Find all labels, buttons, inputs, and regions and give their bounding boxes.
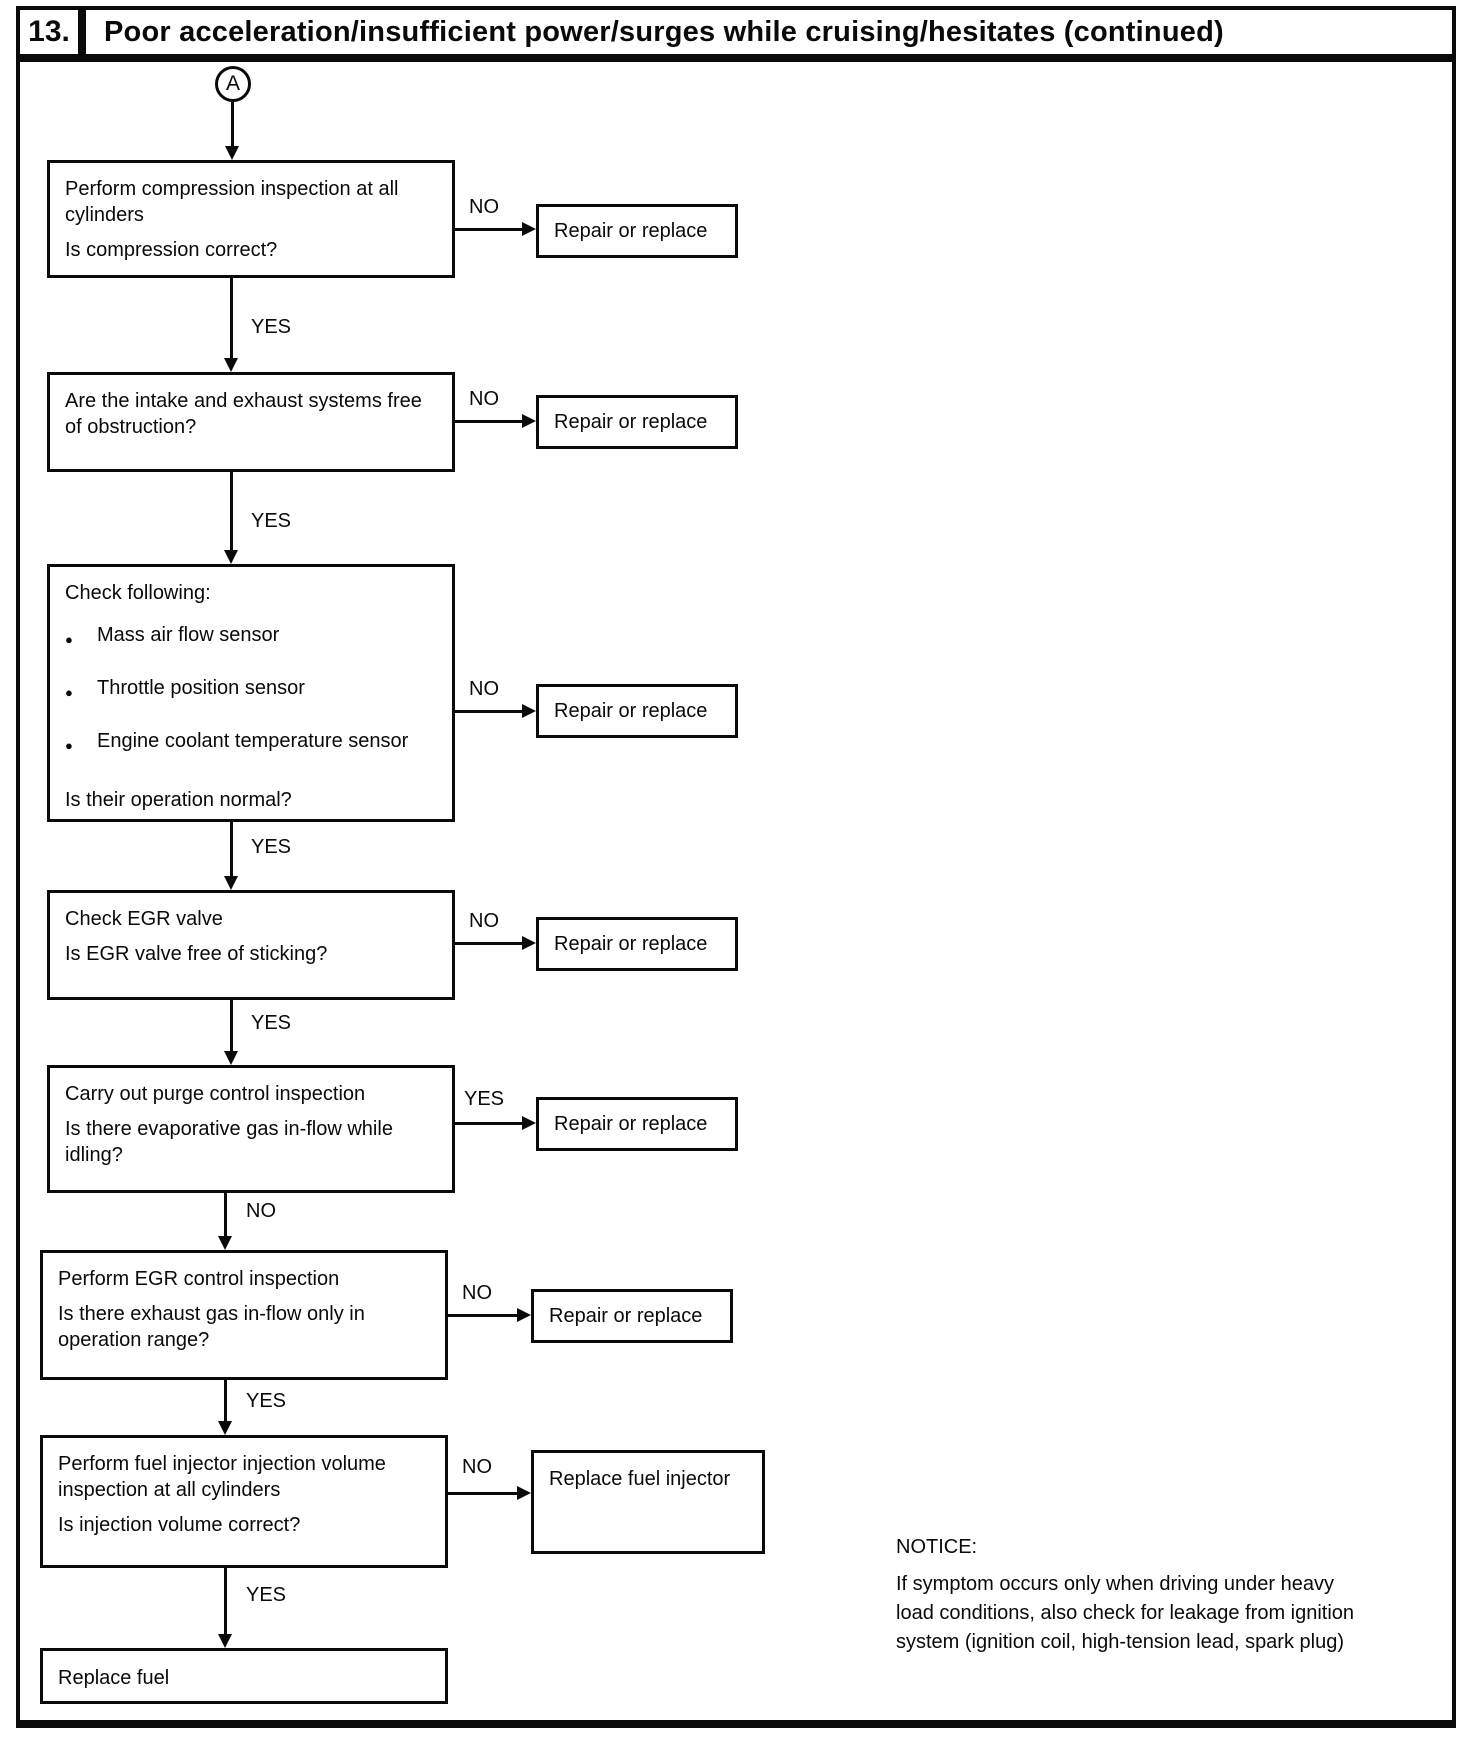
action-box-repair-or-replace: Repair or replace <box>536 684 738 738</box>
connector-line <box>224 1568 227 1634</box>
bullet-icon: ● <box>65 738 73 753</box>
decision-text: Perform fuel injector injection volume i… <box>58 1453 386 1501</box>
decision-question: Is compression correct? <box>65 239 278 261</box>
decision-heading: Check following: <box>65 582 211 604</box>
down-label-yes: YES <box>246 1584 287 1606</box>
down-arrow <box>224 358 238 372</box>
connector-line <box>230 822 233 876</box>
connector-line <box>455 710 522 713</box>
connector-a-label: A <box>225 72 240 95</box>
notice-body: If symptom occurs only when driving unde… <box>896 1573 1355 1653</box>
action-text: Repair or replace <box>554 219 708 242</box>
bullet-icon: ● <box>65 632 73 647</box>
branch-label-no: NO <box>462 1282 492 1304</box>
action-box-replace-fuel: Replace fuel <box>40 1648 448 1704</box>
decision-text: Check EGR valve <box>65 908 223 930</box>
decision-box-compression: Perform compression inspection at all cy… <box>47 160 455 278</box>
action-box-repair-or-replace: Repair or replace <box>536 1097 738 1151</box>
bullet-icon: ● <box>65 685 73 700</box>
right-arrow <box>522 414 536 428</box>
connector-line <box>448 1314 517 1317</box>
connector-line <box>230 1000 233 1051</box>
decision-question: Is injection volume correct? <box>58 1514 301 1536</box>
down-arrow <box>225 146 239 160</box>
branch-label-no: NO <box>469 388 499 410</box>
connector-line <box>231 102 234 146</box>
decision-box-intake-exhaust: Are the intake and exhaust systems free … <box>47 372 455 472</box>
decision-question: Are the intake and exhaust systems free … <box>65 390 422 438</box>
branch-label-no: NO <box>469 678 499 700</box>
bullet-text: Throttle position sensor <box>97 677 305 699</box>
branch-label-no: NO <box>469 910 499 932</box>
right-arrow <box>517 1486 531 1500</box>
decision-box-fuel-injector: Perform fuel injector injection volume i… <box>40 1435 448 1568</box>
action-text: Repair or replace <box>549 1304 703 1327</box>
connector-line <box>448 1492 517 1495</box>
down-label-yes: YES <box>251 1012 292 1034</box>
action-text: Replace fuel <box>58 1667 170 1689</box>
page-title: Poor acceleration/insufficient power/sur… <box>104 15 1224 48</box>
list-item: ● Throttle position sensor <box>65 675 430 706</box>
action-box-replace-fuel-injector: Replace fuel injector <box>531 1450 765 1554</box>
decision-question: Is there exhaust gas in-flow only in ope… <box>58 1303 365 1351</box>
action-box-repair-or-replace: Repair or replace <box>536 204 738 258</box>
decision-text: Perform EGR control inspection <box>58 1268 340 1290</box>
decision-text: Carry out purge control inspection <box>65 1083 366 1105</box>
down-label-yes: YES <box>251 510 292 532</box>
page-title-cell: Poor acceleration/insufficient power/sur… <box>82 6 1456 58</box>
bullet-text: Mass air flow sensor <box>97 624 280 646</box>
down-arrow <box>218 1634 232 1648</box>
action-box-repair-or-replace: Repair or replace <box>531 1289 733 1343</box>
down-arrow <box>224 550 238 564</box>
branch-label-no: NO <box>462 1456 492 1478</box>
list-item: ● Engine coolant temperature sensor <box>65 728 430 759</box>
decision-box-egr-valve: Check EGR valve Is EGR valve free of sti… <box>47 890 455 1000</box>
action-box-repair-or-replace: Repair or replace <box>536 395 738 449</box>
decision-box-purge-control: Carry out purge control inspection Is th… <box>47 1065 455 1193</box>
connector-line <box>455 228 522 231</box>
down-arrow <box>218 1421 232 1435</box>
step-number-cell: 13. <box>16 6 82 58</box>
notice-heading: NOTICE: <box>896 1536 978 1558</box>
connector-line <box>230 278 233 358</box>
right-arrow <box>522 704 536 718</box>
branch-label-no: NO <box>469 196 499 218</box>
action-box-repair-or-replace: Repair or replace <box>536 917 738 971</box>
branch-label-yes: YES <box>464 1088 505 1110</box>
connector-line <box>455 1122 522 1125</box>
decision-box-egr-control: Perform EGR control inspection Is there … <box>40 1250 448 1380</box>
action-text: Repair or replace <box>554 410 708 433</box>
down-arrow <box>224 1051 238 1065</box>
down-label-no: NO <box>246 1200 276 1222</box>
action-text: Replace fuel injector <box>549 1468 731 1490</box>
down-label-yes: YES <box>251 316 292 338</box>
action-text: Repair or replace <box>554 1112 708 1135</box>
right-arrow <box>522 1116 536 1130</box>
connector-a-badge: A <box>215 66 251 102</box>
down-label-yes: YES <box>251 836 292 858</box>
decision-question: Is there evaporative gas in-flow while i… <box>65 1118 393 1166</box>
list-item: ● Mass air flow sensor <box>65 622 430 653</box>
down-arrow <box>218 1236 232 1250</box>
decision-box-sensors: Check following: ● Mass air flow sensor … <box>47 564 455 822</box>
step-number: 13. <box>28 15 70 48</box>
action-text: Repair or replace <box>554 932 708 955</box>
bullet-text: Engine coolant temperature sensor <box>97 730 409 752</box>
decision-question: Is their operation normal? <box>65 789 292 811</box>
down-arrow <box>224 876 238 890</box>
decision-text: Perform compression inspection at all cy… <box>65 178 399 226</box>
connector-line <box>224 1193 227 1236</box>
action-text: Repair or replace <box>554 699 708 722</box>
right-arrow <box>517 1308 531 1322</box>
connector-line <box>224 1380 227 1421</box>
right-arrow <box>522 936 536 950</box>
right-arrow <box>522 222 536 236</box>
decision-question: Is EGR valve free of sticking? <box>65 943 328 965</box>
connector-line <box>455 420 522 423</box>
down-label-yes: YES <box>246 1390 287 1412</box>
connector-line <box>230 472 233 550</box>
connector-line <box>455 942 522 945</box>
